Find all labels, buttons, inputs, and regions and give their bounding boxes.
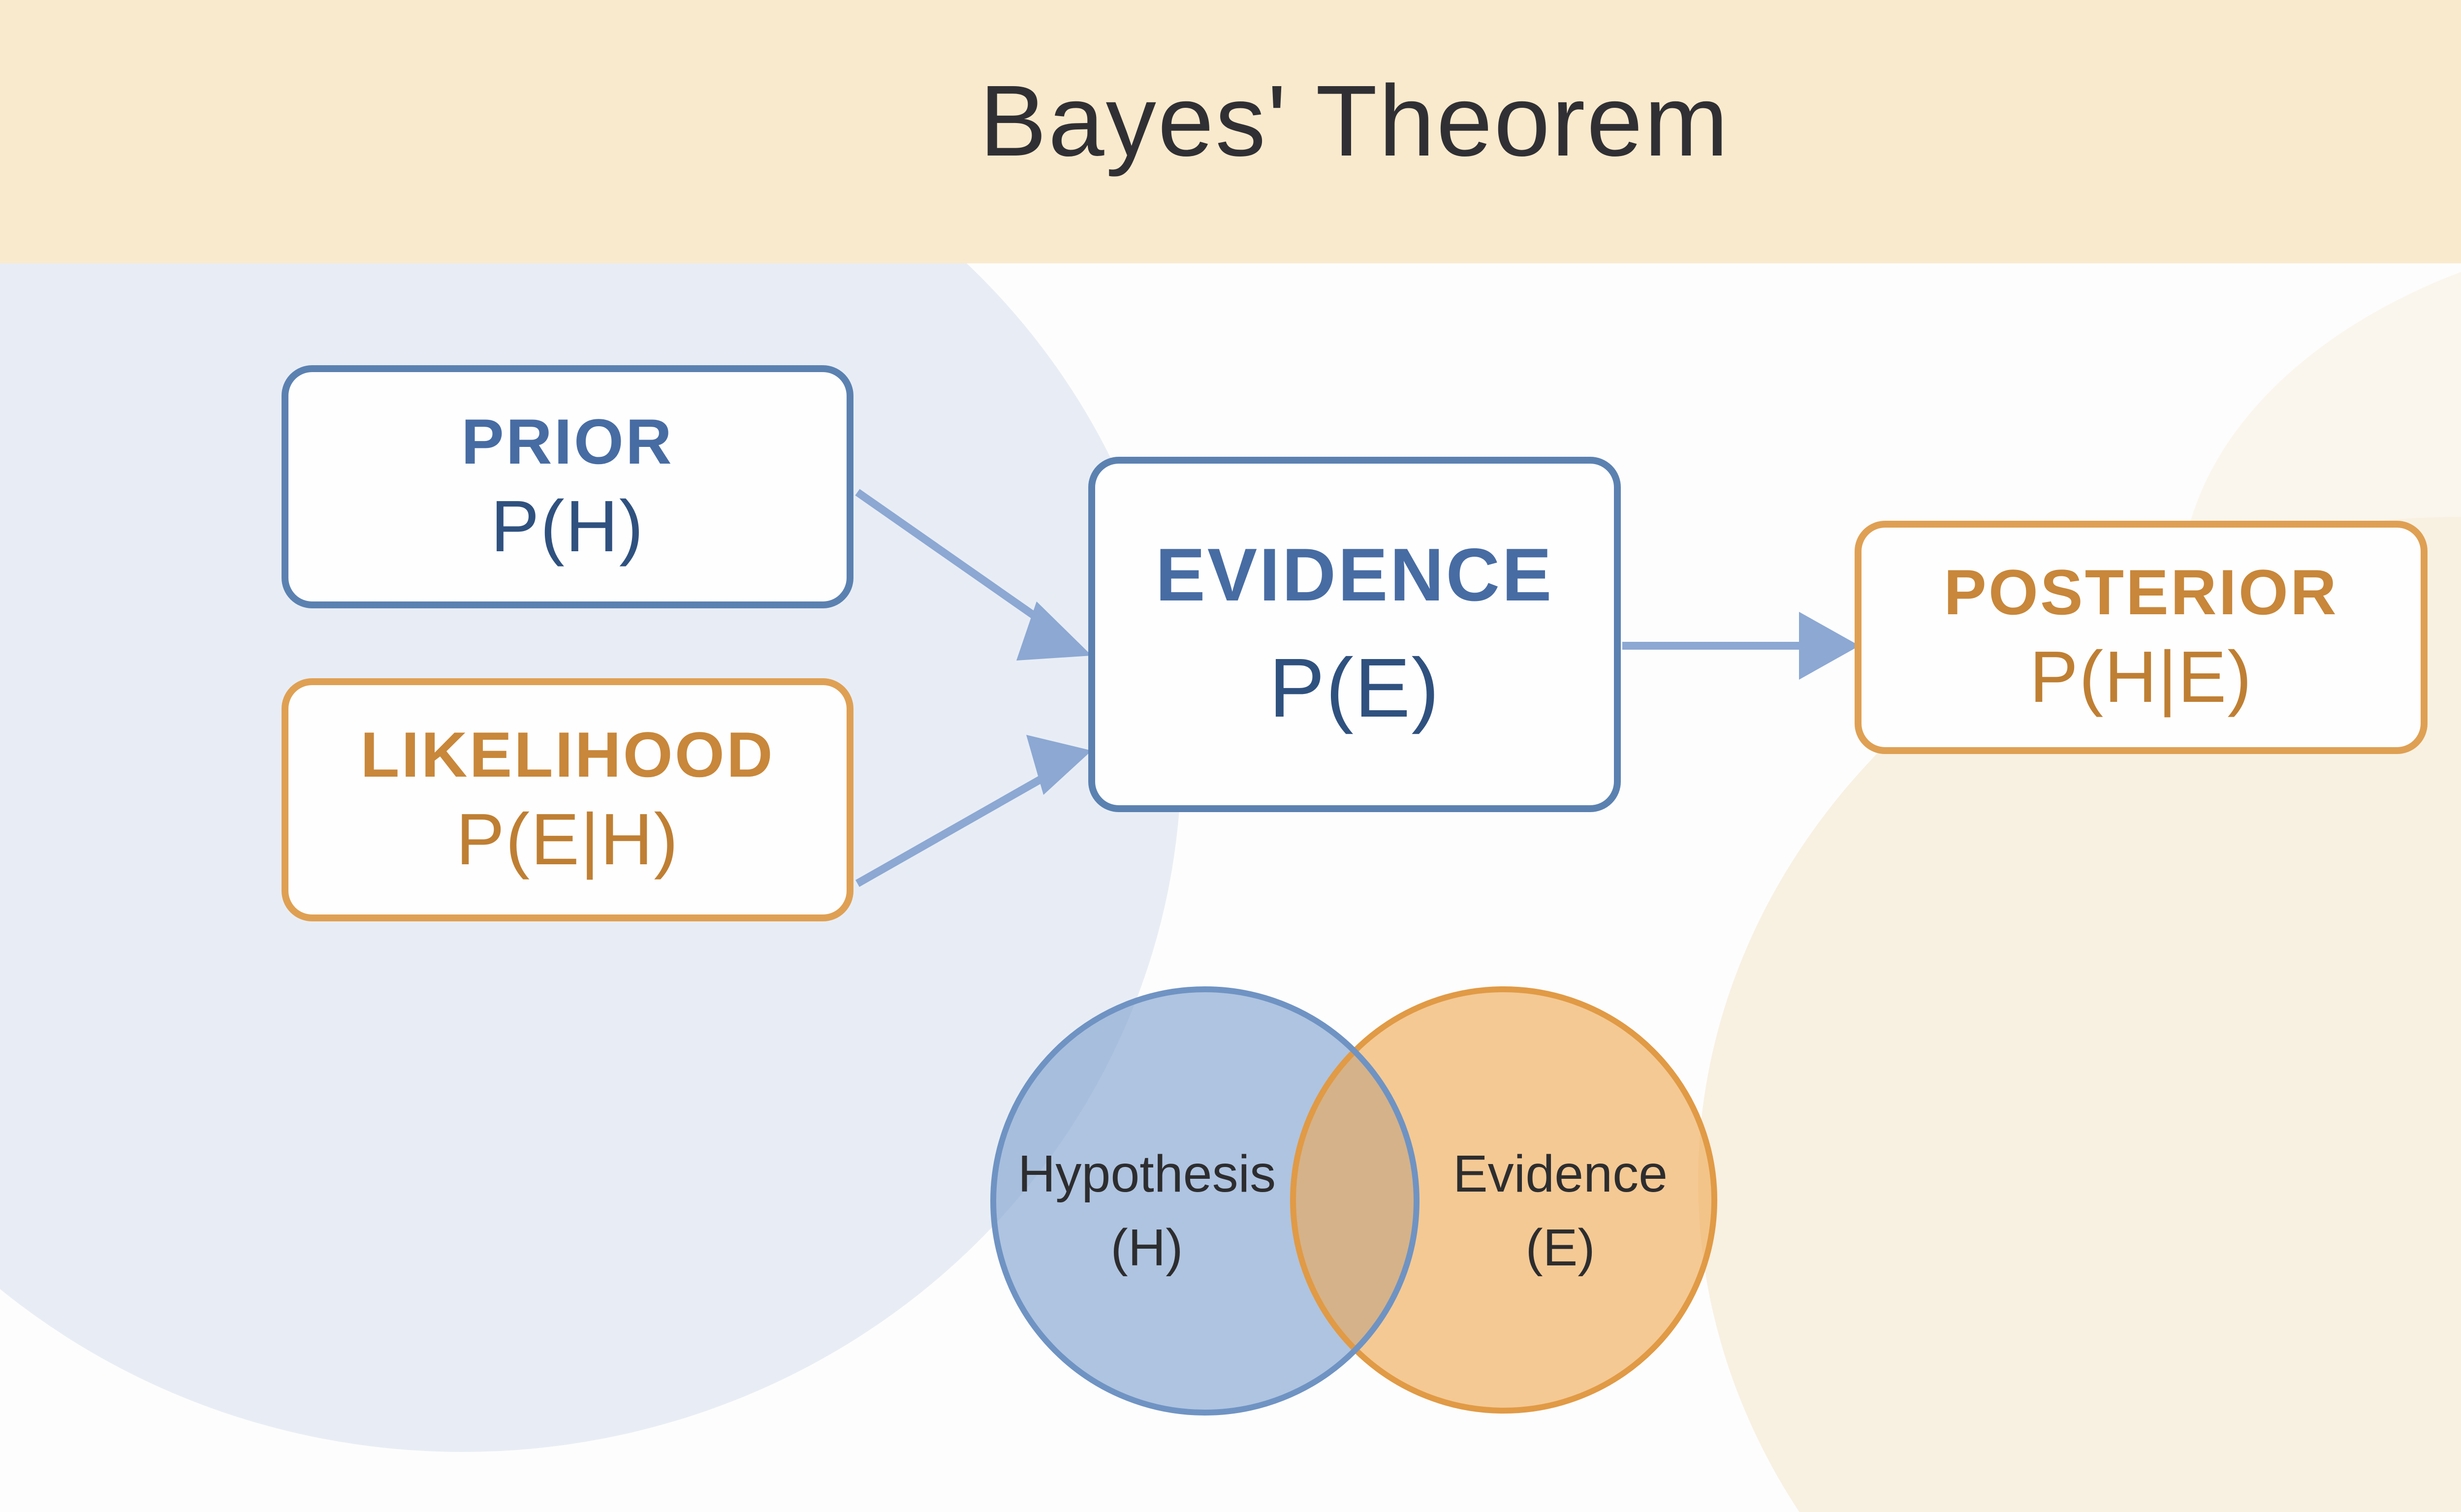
node-likelihood-label: LIKELIHOOD <box>360 718 775 790</box>
venn-label-evidence: Evidence (E) <box>1339 1137 1782 1285</box>
venn-evidence-symbol: (E) <box>1525 1219 1595 1277</box>
venn-diagram <box>990 986 1717 1416</box>
venn-hypothesis-symbol: (H) <box>1110 1219 1183 1277</box>
node-posterior-formula: P(H|E) <box>2029 636 2253 718</box>
node-prior-label: PRIOR <box>461 405 674 477</box>
venn-evidence-word: Evidence <box>1452 1145 1668 1203</box>
venn-label-hypothesis: Hypothesis (H) <box>925 1137 1368 1285</box>
venn-circle-evidence <box>1293 989 1714 1411</box>
venn-circle-hypothesis <box>993 989 1417 1413</box>
title-banner <box>0 0 2461 263</box>
node-likelihood: LIKELIHOOD P(E|H) <box>282 678 853 921</box>
node-evidence: EVIDENCE P(E) <box>1088 457 1621 812</box>
arrow-prior-to-evidence <box>855 489 1092 661</box>
node-evidence-formula: P(E) <box>1269 641 1440 735</box>
venn-hypothesis-word: Hypothesis <box>1017 1145 1276 1203</box>
page-title: Bayes' Theorem <box>979 64 1730 177</box>
arrow-evidence-to-posterior <box>1622 612 1860 680</box>
node-posterior-label: POSTERIOR <box>1944 556 2338 628</box>
node-likelihood-formula: P(E|H) <box>456 798 679 880</box>
node-prior: PRIOR P(H) <box>282 365 853 608</box>
node-evidence-label: EVIDENCE <box>1155 533 1554 617</box>
arrow-likelihood-to-evidence <box>855 735 1092 887</box>
node-prior-formula: P(H) <box>490 485 645 567</box>
node-posterior: POSTERIOR P(H|E) <box>1855 521 2428 754</box>
